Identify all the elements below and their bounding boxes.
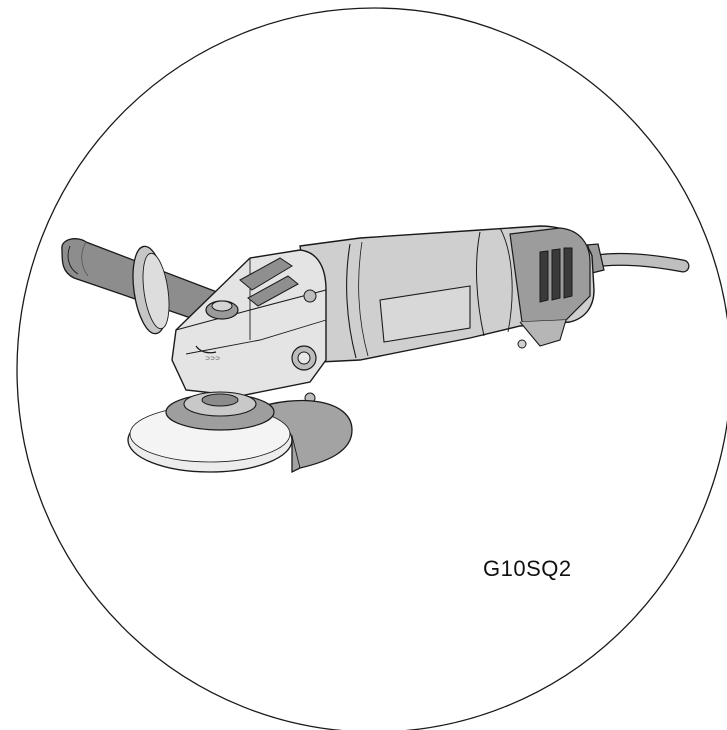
motor-housing-icon	[299, 225, 595, 363]
grinding-wheel-icon	[127, 391, 293, 473]
svg-text:⊃⊃⊃: ⊃⊃⊃	[205, 356, 220, 362]
model-number-label: G10SQ2	[483, 556, 572, 581]
side-handle-icon	[61, 238, 239, 335]
gear-head-icon: ⊃⊃⊃	[171, 249, 327, 404]
frame-circle	[16, 7, 727, 730]
